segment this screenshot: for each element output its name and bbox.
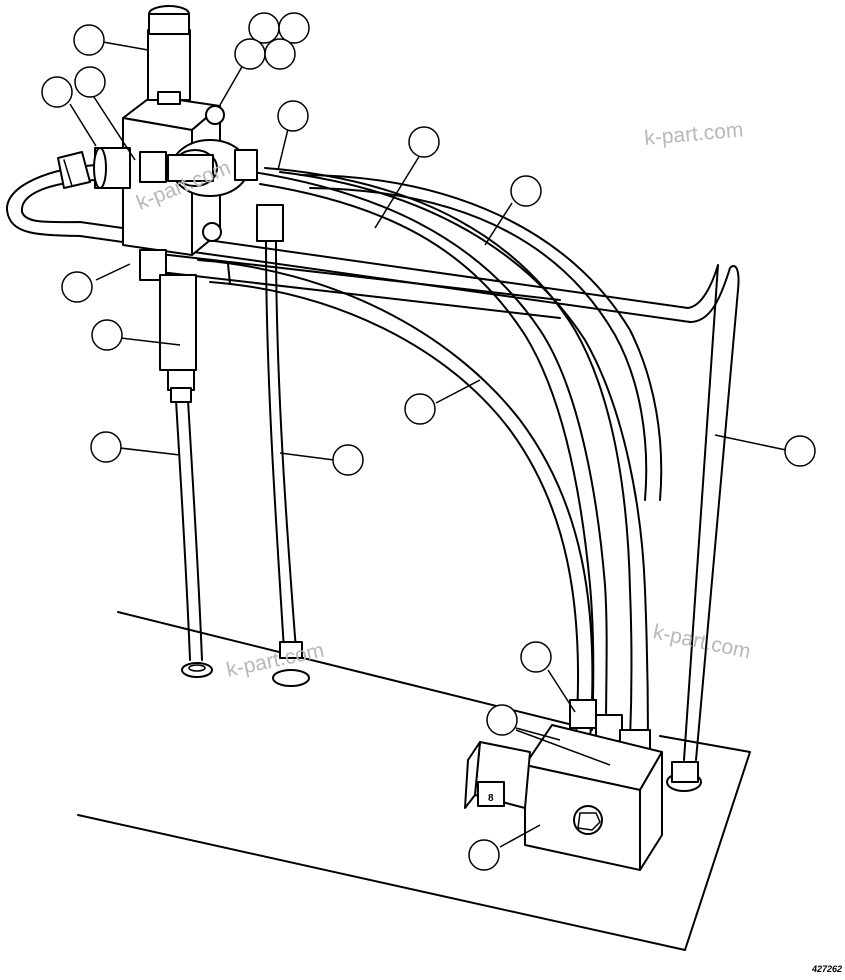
watermark: k-part.com: [643, 118, 744, 150]
upper-tube: [159, 253, 561, 319]
valve-marking: 8: [488, 793, 494, 804]
callout-circle: [468, 839, 500, 871]
figure-number: 427262: [811, 964, 842, 974]
return-tube: [5, 164, 740, 792]
callouts: [41, 12, 816, 871]
leader-lines: [69, 41, 787, 848]
lower-valve: 8: [464, 724, 663, 871]
callout-circle: [408, 126, 440, 158]
callout-circle: [520, 641, 552, 673]
large-hoses: [197, 167, 663, 741]
callout-circle: [41, 76, 73, 108]
pipe-middle: [256, 204, 310, 687]
callout-circle: [234, 38, 266, 70]
callout-circle: [91, 319, 123, 351]
callout-circle: [61, 271, 93, 303]
callout-circle: [277, 100, 309, 132]
callout-circle: [404, 393, 436, 425]
valve-block: [57, 5, 258, 371]
callout-circle: [784, 435, 816, 467]
callout-circle: [74, 66, 106, 98]
callout-circle: [248, 12, 280, 44]
watermark: k-part.com: [651, 620, 753, 663]
callout-circle: [486, 704, 518, 736]
callout-circle: [510, 175, 542, 207]
callout-circle: [264, 38, 296, 70]
callout-circle: [278, 12, 310, 44]
callout-circle: [332, 444, 364, 476]
callout-circle: [73, 24, 105, 56]
callout-circle: [90, 431, 122, 463]
pipe-left: [167, 367, 213, 678]
